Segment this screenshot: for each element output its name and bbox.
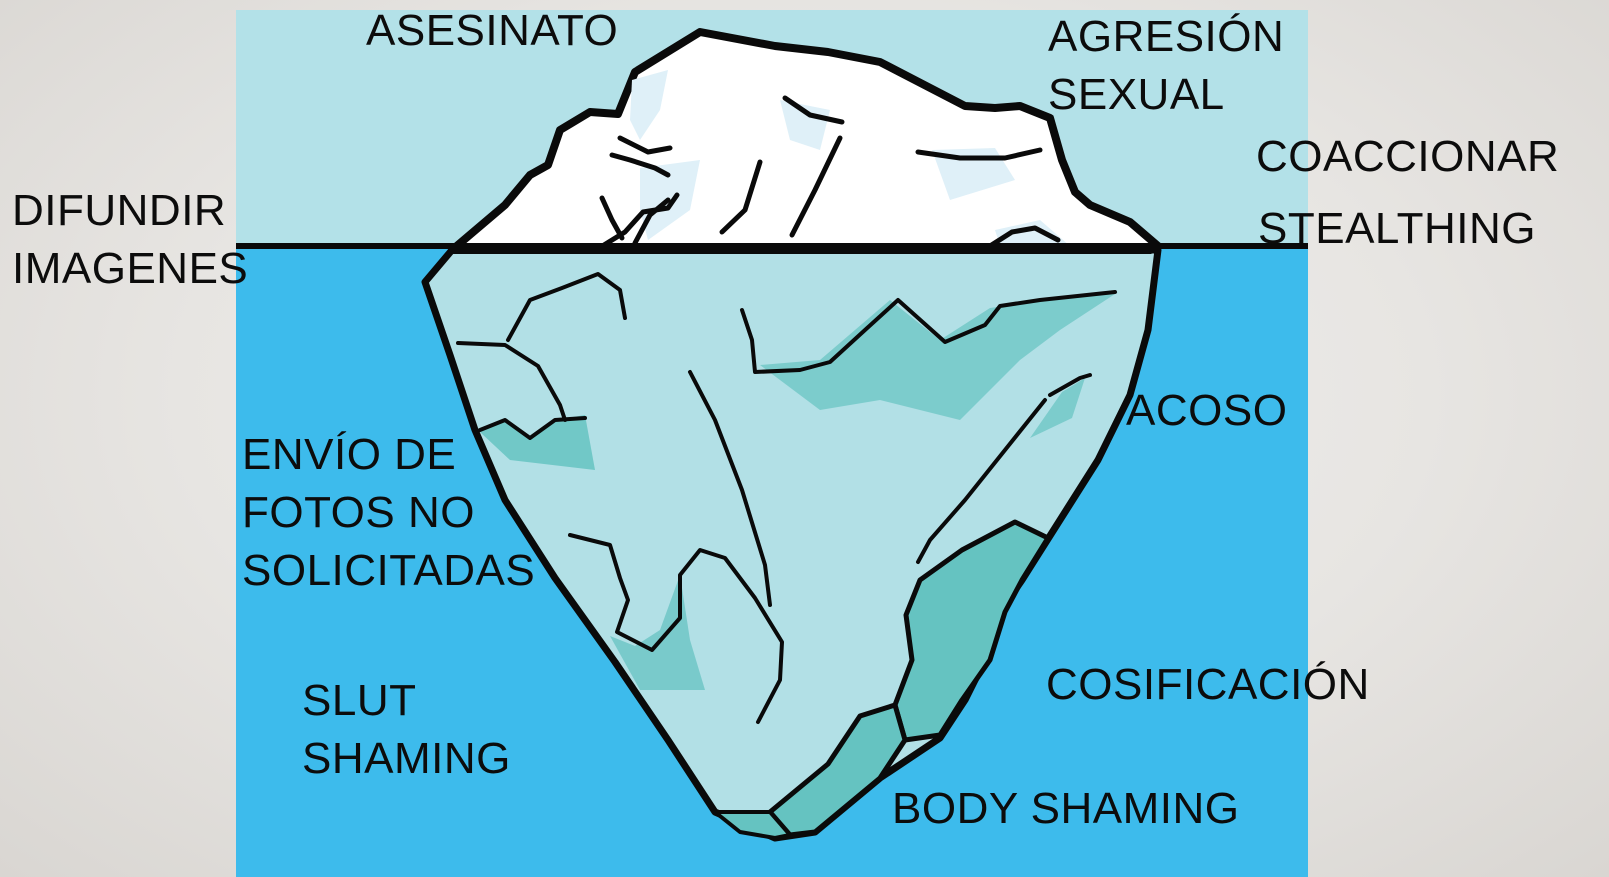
label-difundir-imagenes: DIFUNDIR IMAGENES [12,182,248,298]
label-cosificacion: COSIFICACIÓN [1046,656,1370,714]
label-asesinato-text: ASESINATO [366,2,618,60]
label-agresion-line2: SEXUAL [1048,66,1284,124]
label-slut-line1: SLUT [302,672,511,730]
label-envio-fotos: ENVÍO DE FOTOS NO SOLICITADAS [242,426,535,600]
label-asesinato: ASESINATO [366,2,618,60]
label-slut-shaming: SLUT SHAMING [302,672,511,788]
label-stealthing-text: STEALTHING [1258,200,1536,258]
label-coaccionar: COACCIONAR [1256,128,1559,186]
label-difundir-line1: DIFUNDIR [12,182,248,240]
label-agresion-line1: AGRESIÓN [1048,8,1284,66]
label-coaccionar-text: COACCIONAR [1256,128,1559,186]
label-acoso-text: ACOSO [1126,382,1287,440]
label-agresion-sexual: AGRESIÓN SEXUAL [1048,8,1284,124]
label-stealthing: STEALTHING [1258,200,1536,258]
label-envio-line3: SOLICITADAS [242,542,535,600]
label-body-shaming-text: BODY SHAMING [892,780,1239,838]
label-cosificacion-text: COSIFICACIÓN [1046,656,1370,714]
label-body-shaming: BODY SHAMING [892,780,1239,838]
label-envio-line2: FOTOS NO [242,484,535,542]
label-acoso: ACOSO [1126,382,1287,440]
label-envio-line1: ENVÍO DE [242,426,535,484]
label-slut-line2: SHAMING [302,730,511,788]
label-difundir-line2: IMAGENES [12,240,248,298]
